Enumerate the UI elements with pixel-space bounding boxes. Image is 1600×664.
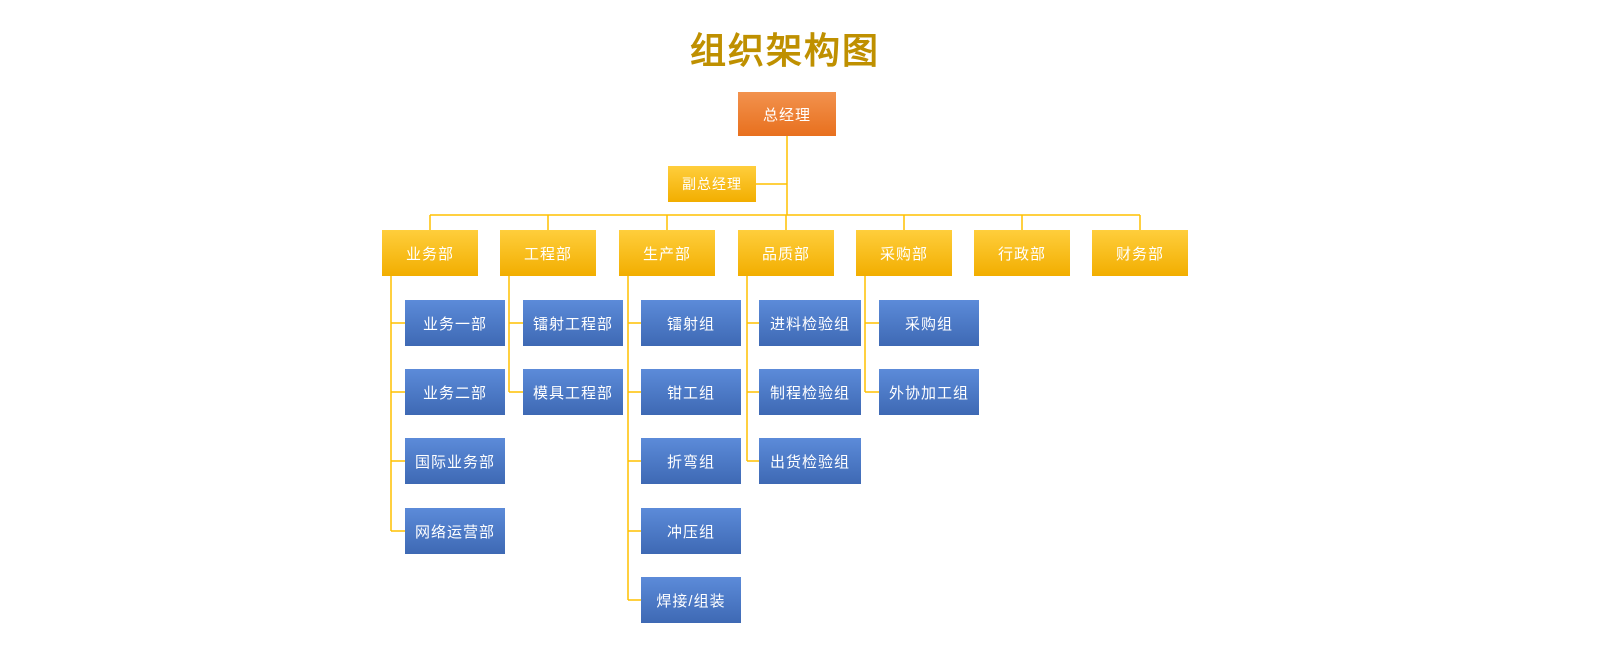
node-team-purchasing: 采购组 — [879, 300, 979, 346]
node-team-bending: 折弯组 — [641, 438, 741, 484]
node-ceo: 总经理 — [738, 92, 836, 136]
node-team-laser-engineering: 镭射工程部 — [523, 300, 623, 346]
node-dept-admin: 行政部 — [974, 230, 1070, 276]
node-dept-finance: 财务部 — [1092, 230, 1188, 276]
node-dept-business: 业务部 — [382, 230, 478, 276]
node-team-fitter: 钳工组 — [641, 369, 741, 415]
node-deputy: 副总经理 — [668, 166, 756, 202]
chart-title: 组织架构图 — [689, 30, 880, 71]
node-dept-production: 生产部 — [619, 230, 715, 276]
node-team-process-inspection: 制程检验组 — [759, 369, 861, 415]
node-dept-quality: 品质部 — [738, 230, 834, 276]
node-team-business-1: 业务一部 — [405, 300, 505, 346]
node-team-laser: 镭射组 — [641, 300, 741, 346]
node-team-outsourcing: 外协加工组 — [879, 369, 979, 415]
node-team-mold-engineering: 模具工程部 — [523, 369, 623, 415]
node-team-welding-assembly: 焊接/组装 — [641, 577, 741, 623]
node-team-business-2: 业务二部 — [405, 369, 505, 415]
node-team-network-ops: 网络运营部 — [405, 508, 505, 554]
node-team-stamping: 冲压组 — [641, 508, 741, 554]
node-dept-engineering: 工程部 — [500, 230, 596, 276]
node-team-intl-business: 国际业务部 — [405, 438, 505, 484]
node-team-incoming-inspection: 进料检验组 — [759, 300, 861, 346]
node-team-outgoing-inspection: 出货检验组 — [759, 438, 861, 484]
node-dept-purchasing: 采购部 — [856, 230, 952, 276]
